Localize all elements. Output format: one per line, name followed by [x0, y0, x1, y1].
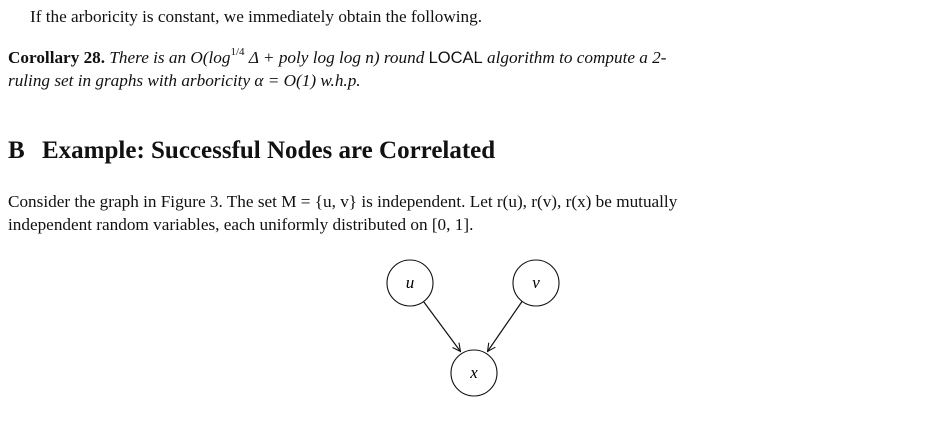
paragraph-intro: If the arboricity is constant, we immedi…	[30, 7, 483, 26]
section-number: B	[8, 137, 25, 164]
corollary-text: w.h.p.	[320, 71, 361, 90]
node-v-label: v	[532, 273, 540, 292]
section-heading: B Example: Successful Nodes are Correlate…	[8, 136, 495, 166]
node-x: x	[450, 349, 498, 397]
node-u: u	[386, 259, 434, 307]
paragraph-line-1: Consider the graph in Figure 3. The set …	[8, 192, 678, 211]
corollary-text: ruling set in graphs with arboricity	[8, 71, 251, 90]
node-x-label: x	[469, 363, 478, 382]
node-u-label: u	[406, 273, 415, 292]
edge-u-x	[423, 301, 461, 352]
corollary-label: Corollary 28.	[8, 48, 106, 67]
corollary-math: α = O(1)	[254, 71, 317, 90]
corollary-text: algorithm to compute a 2-	[487, 48, 667, 67]
corollary-text: round	[383, 48, 425, 67]
local-model-label: LOCAL	[428, 49, 483, 67]
node-v: v	[512, 259, 560, 307]
corollary-text: There is an	[109, 48, 187, 67]
edge-v-x	[488, 301, 523, 352]
paragraph-line-2: independent random variables, each unifo…	[8, 215, 474, 234]
corollary-line-1: Corollary 28. There is an O(log1/4 Δ + p…	[8, 47, 667, 69]
corollary-math: O(log1/4 Δ + poly log log n)	[190, 46, 380, 67]
corollary-line-2: ruling set in graphs with arboricity α =…	[8, 70, 361, 92]
section-title: Example: Successful Nodes are Correlated	[42, 137, 496, 164]
